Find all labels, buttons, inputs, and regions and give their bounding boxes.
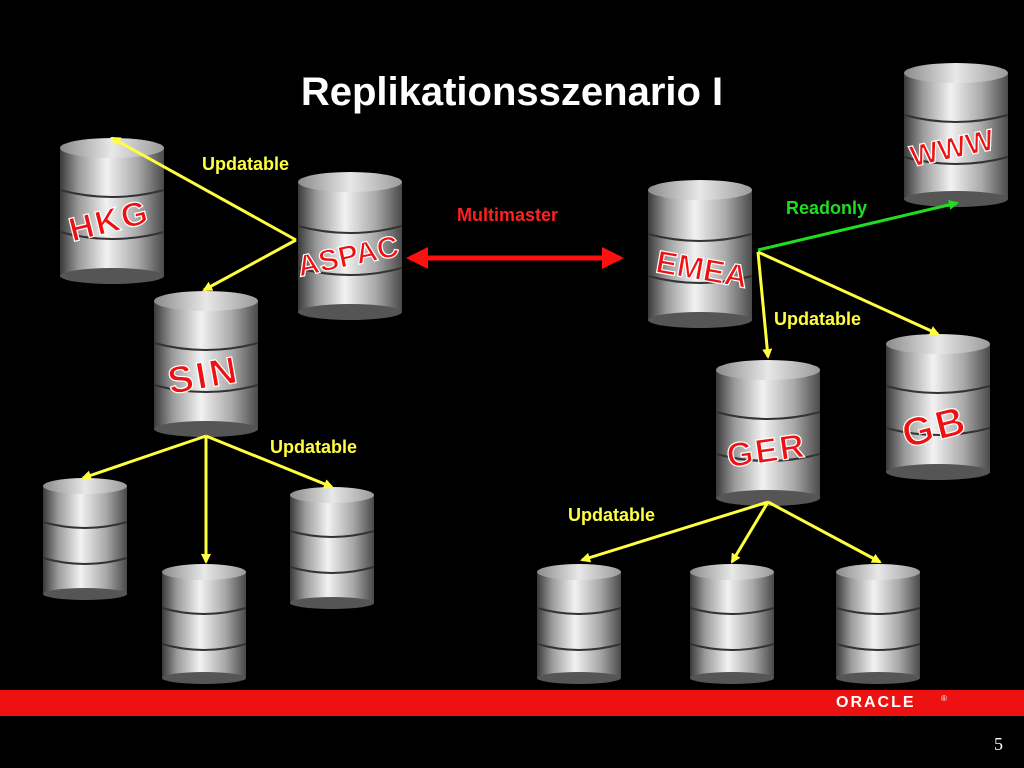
database-ger-child-3-icon — [835, 564, 921, 684]
oracle-logo: ORACLE — [836, 694, 916, 711]
arrow-emea-www — [757, 199, 959, 252]
registered-mark: ® — [941, 694, 947, 703]
database-sin-child-1-icon — [42, 478, 128, 600]
label-updatable-emea: Updatable — [774, 309, 862, 329]
label-updatable-aspac: Updatable — [202, 154, 290, 174]
arrow-aspac-hkg — [110, 136, 297, 242]
database-hkg-icon — [59, 138, 165, 284]
arrow-ger-child-3 — [767, 500, 882, 564]
arrow-sin-child-3 — [205, 434, 334, 489]
database-gb-icon — [885, 334, 991, 480]
arrow-ger-child-2 — [730, 501, 770, 564]
database-sin-child-2-icon — [161, 564, 247, 684]
arrow-sin-child-1 — [81, 434, 207, 481]
arrow-emea-ger — [756, 251, 773, 359]
database-aspac-icon — [297, 172, 403, 320]
database-ger-child-1-icon — [536, 564, 622, 684]
database-emea-icon — [647, 180, 753, 328]
database-sin-icon — [153, 291, 259, 437]
footer-bar — [0, 690, 1024, 716]
database-ger-child-2-icon — [689, 564, 775, 684]
arrow-ger-child-1 — [580, 500, 769, 563]
database-ger-icon — [715, 360, 821, 506]
database-www-icon — [903, 63, 1009, 207]
label-updatable-ger: Updatable — [568, 505, 656, 525]
database-sin-child-3-icon — [289, 487, 375, 609]
slide-title: Replikationsszenario I — [300, 70, 724, 114]
label-multimaster: Multimaster — [457, 205, 559, 225]
replication-diagram: HKG ASPAC SIN EMEA WWW GER GB — [42, 63, 1009, 684]
label-updatable-sin: Updatable — [270, 437, 358, 457]
page-number: 5 — [994, 734, 1003, 754]
arrow-aspac-sin — [202, 238, 297, 292]
label-readonly: Readonly — [786, 198, 868, 218]
arrow-emea-gb — [757, 250, 940, 336]
